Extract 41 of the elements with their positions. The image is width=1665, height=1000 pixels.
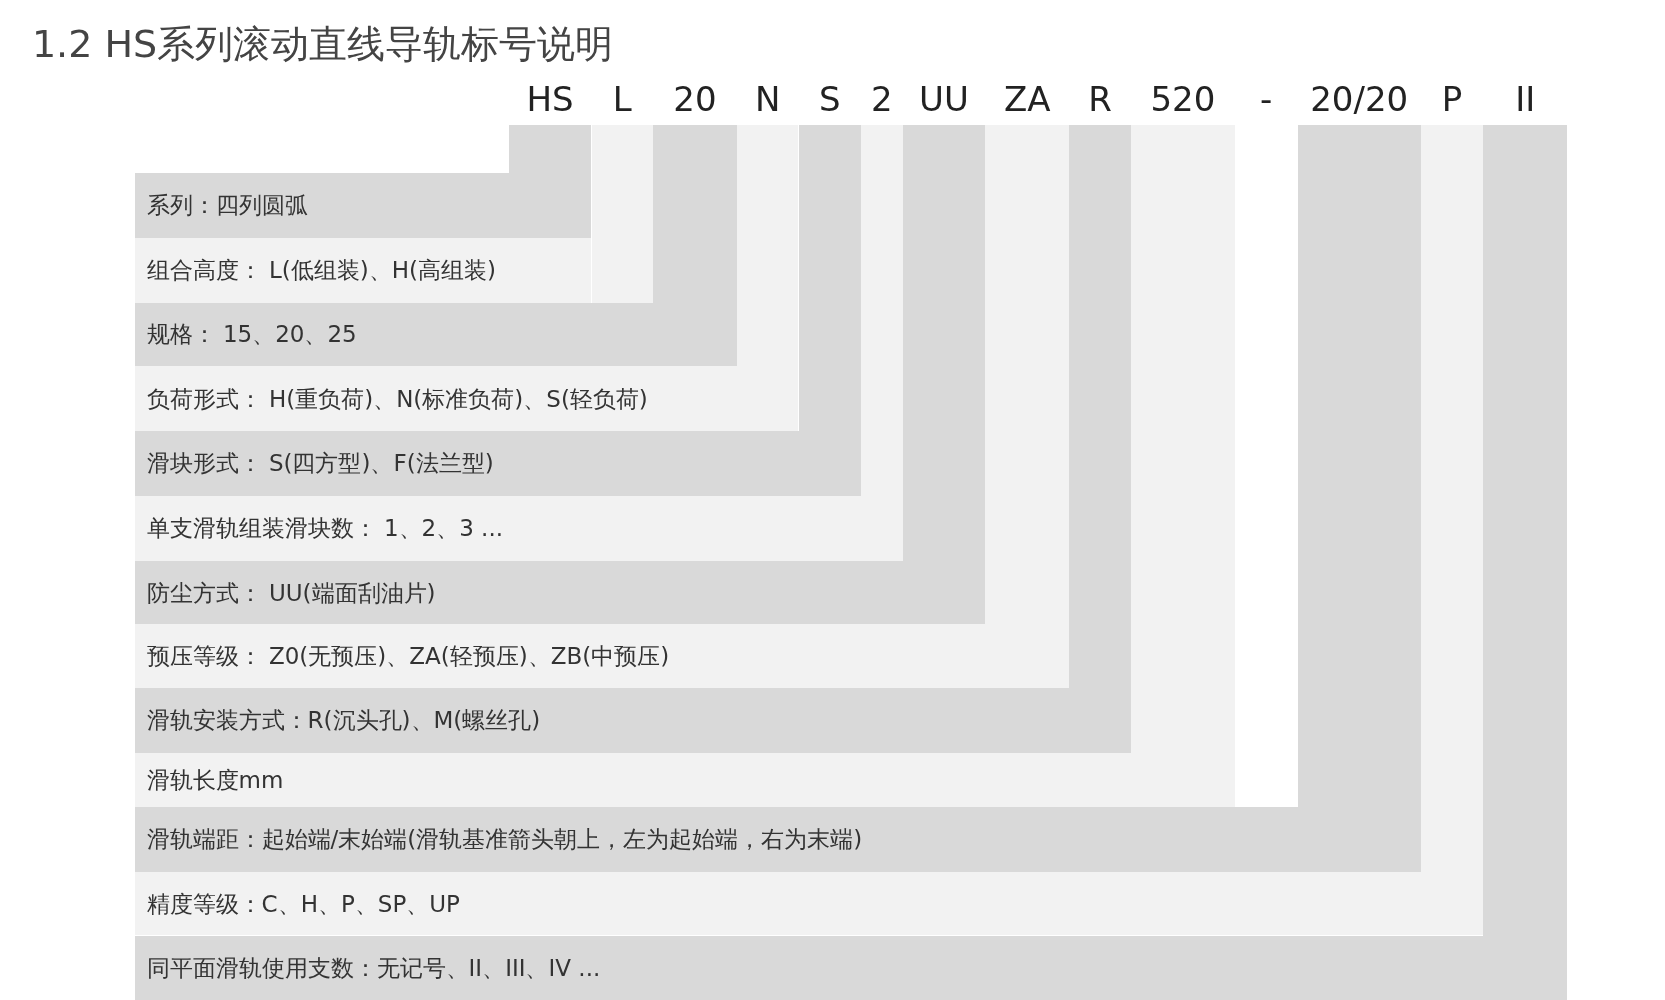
- row-band: [134, 560, 903, 625]
- description-text: 单支滑轨组装滑块数： 1、2、3 ...: [146, 514, 504, 544]
- code-letter: ZA: [1003, 77, 1052, 121]
- description-text: 负荷形式： H(重负荷)、N(标准负荷)、S(轻负荷): [146, 384, 648, 414]
- description-text: 预压等级： Z0(无预压)、ZA(轻预压)、ZB(中预压): [146, 642, 670, 672]
- row-band: [134, 871, 1421, 936]
- description-text: 滑轨端距：起始端/末始端(滑轨基准箭头朝上，左为起始端，右为末端): [146, 825, 863, 855]
- code-letter: HS: [525, 77, 575, 121]
- description-text: 系列：四列圆弧: [146, 191, 308, 221]
- description-text: 精度等级：C、H、P、SP、UP: [146, 889, 460, 919]
- row-band: [134, 624, 986, 689]
- description-text: 同平面滑轨使用支数：无记号、II、III、IV ...: [146, 953, 601, 983]
- code-letter: 20/20: [1309, 77, 1410, 121]
- code-letter: R: [1087, 77, 1113, 121]
- description-text: 组合高度： L(低组装)、H(高组装): [146, 256, 496, 286]
- description-text: 滑轨安装方式：R(沉头孔)、M(螺丝孔): [146, 706, 541, 736]
- separator-dash: -: [1259, 77, 1274, 121]
- row-band: [134, 173, 509, 238]
- row-band: [134, 935, 1484, 1000]
- description-text: 防尘方式： UU(端面刮油片): [146, 578, 436, 608]
- title: 1.2 HS系列滚动直线导轨标号说明: [31, 21, 614, 69]
- row-band: [134, 302, 654, 367]
- code-letter: II: [1514, 77, 1537, 121]
- row-band: [134, 237, 592, 303]
- code-letter: N: [753, 77, 782, 121]
- row-band: [134, 366, 737, 432]
- code-letter: P: [1440, 77, 1464, 121]
- row-band: [134, 752, 1131, 808]
- row-band: [134, 431, 799, 496]
- row-band: [134, 688, 1070, 753]
- code-letter: UU: [918, 77, 970, 121]
- code-letter: S: [818, 77, 842, 121]
- row-band: [134, 807, 1298, 872]
- code-letter: 2: [870, 77, 894, 121]
- row-band: [134, 495, 862, 561]
- description-text: 规格： 15、20、25: [146, 320, 357, 350]
- code-letter: 20: [672, 77, 718, 121]
- code-letter: 520: [1149, 77, 1217, 121]
- description-text: 滑块形式： S(四方型)、F(法兰型): [146, 449, 494, 479]
- description-text: 滑轨长度mm: [146, 766, 284, 795]
- code-letter: L: [611, 77, 633, 121]
